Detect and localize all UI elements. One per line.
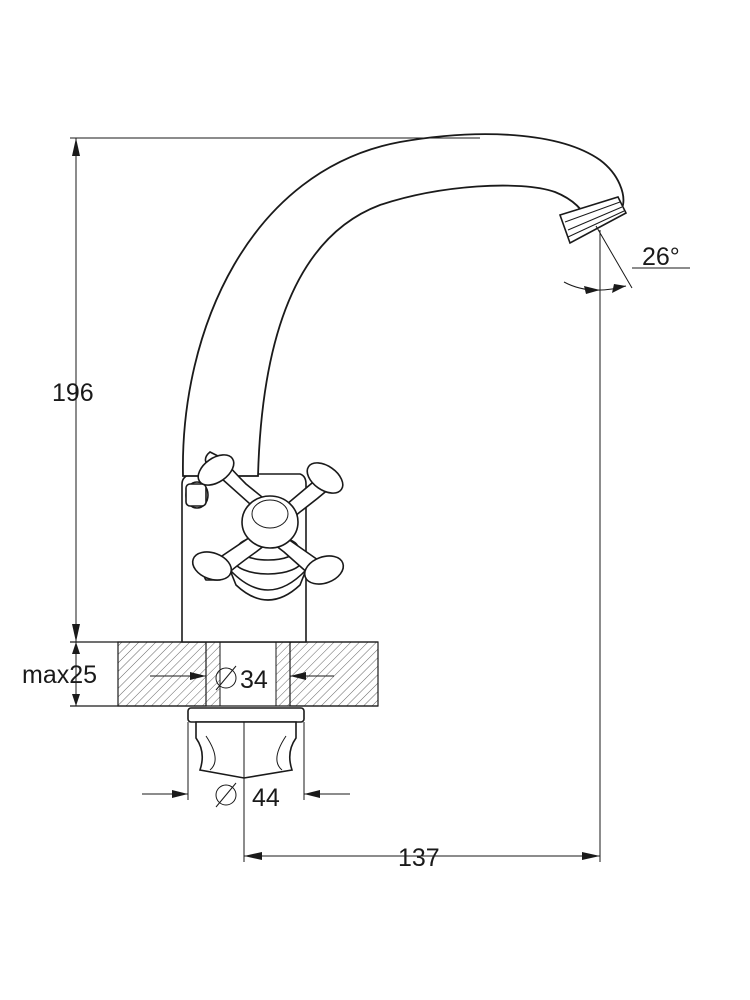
spout-reach-label: 137	[398, 844, 440, 872]
aerator	[558, 196, 628, 245]
height-label: 196	[52, 379, 94, 407]
cross-handle	[191, 451, 345, 601]
faucet-spout	[182, 133, 628, 477]
spout-reach-dimension: 137	[243, 230, 601, 872]
hole-diameter-dimension: 34	[150, 665, 334, 694]
diameter-icon	[215, 665, 237, 691]
side-pin	[185, 481, 209, 509]
countertop	[70, 641, 379, 707]
nut-diameter-label: 44	[252, 784, 280, 812]
nut-diameter-dimension: 44	[142, 722, 350, 812]
counter-thickness-dimension: max25	[22, 642, 97, 706]
spout-angle-dimension: 26°	[563, 225, 690, 294]
diameter-icon	[215, 782, 237, 808]
handle-hub	[241, 495, 299, 549]
spout-angle-label: 26°	[642, 243, 680, 271]
mounting-nut	[187, 707, 305, 779]
height-dimension: 196	[52, 137, 480, 642]
counter-thickness-label: max25	[22, 661, 97, 689]
hole-diameter-label: 34	[240, 666, 268, 694]
